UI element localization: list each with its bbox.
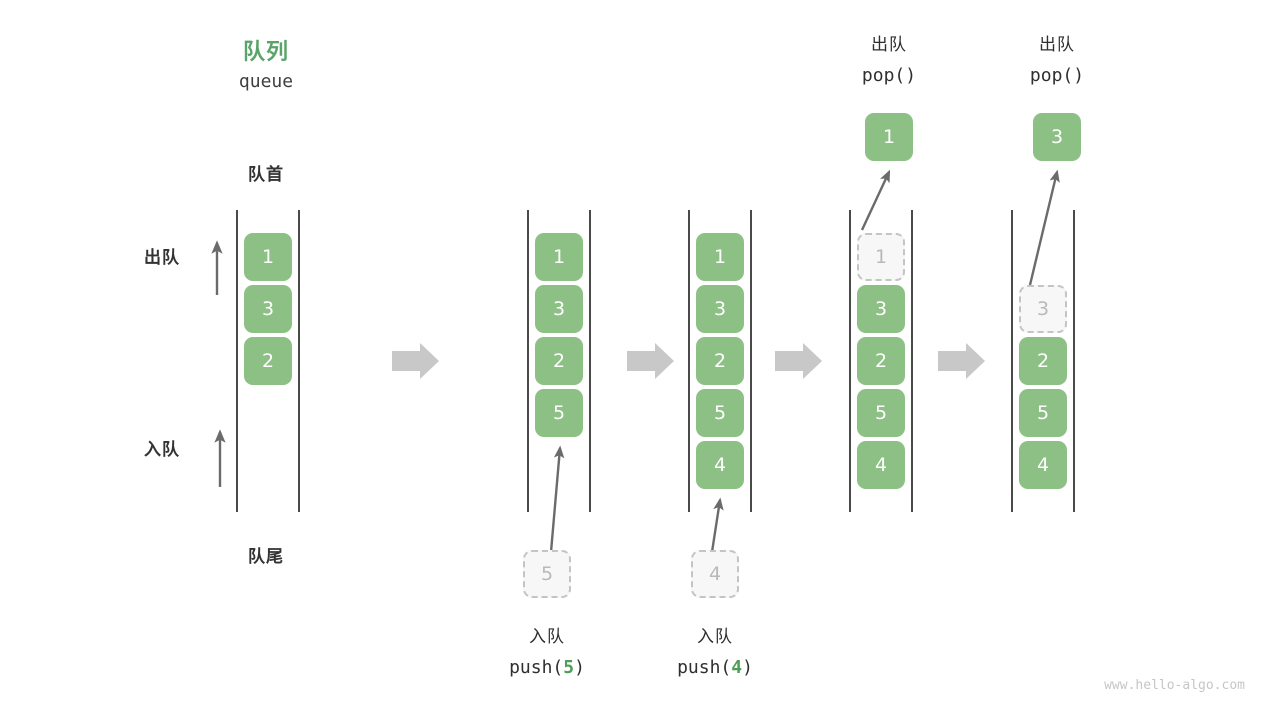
pop-1-caption: 出队 pop()	[819, 30, 959, 86]
queue-rail-left-4	[849, 210, 851, 512]
queue-rail-left-1	[236, 210, 238, 512]
queue-rail-right-4	[911, 210, 913, 512]
incoming-ghost-cell: 5	[523, 550, 571, 598]
queue-cell: 1	[244, 233, 292, 281]
push-4-code-arg: 4	[731, 657, 743, 678]
queue-rail-left-5	[1011, 210, 1013, 512]
queue-title-cn: 队列	[196, 34, 336, 66]
queue-cell: 5	[696, 389, 744, 437]
pop-3-caption-code: pop()	[987, 65, 1127, 86]
queue-title-cn-text: 队列	[242, 40, 289, 65]
push-5-caption-cn: 入队	[529, 627, 565, 647]
push-5-caption-code: push(5)	[477, 657, 617, 678]
flow-arrow-1	[392, 343, 439, 379]
flow-arrow-3	[775, 343, 822, 379]
push-4-caption-code: push(4)	[645, 657, 785, 678]
outgoing-ghost-cell: 3	[1019, 285, 1067, 333]
outgoing-ghost-cell: 1	[857, 233, 905, 281]
incoming-ghost-cell: 4	[691, 550, 739, 598]
flow-arrow-2	[627, 343, 674, 379]
queue-rail-left-2	[527, 210, 529, 512]
pop-3-motion-arrow	[1028, 169, 1060, 286]
rear-label: 队尾	[196, 542, 336, 567]
push-4-motion-arrow	[710, 497, 724, 553]
queue-rail-left-3	[688, 210, 690, 512]
queue-cell: 2	[1019, 337, 1067, 385]
queue-cell: 5	[535, 389, 583, 437]
pop-1-caption-cn: 出队	[871, 35, 907, 55]
queue-cell: 5	[857, 389, 905, 437]
queue-title-en-text: queue	[238, 71, 294, 92]
queue-cell: 4	[1019, 441, 1067, 489]
queue-cell: 5	[1019, 389, 1067, 437]
push-5-code-suffix: )	[574, 657, 585, 678]
front-label: 队首	[196, 160, 336, 185]
queue-rail-right-5	[1073, 210, 1075, 512]
queue-cell: 2	[535, 337, 583, 385]
queue-cell: 2	[857, 337, 905, 385]
queue-cell: 3	[857, 285, 905, 333]
pop-3-code-prefix: pop(	[1029, 65, 1074, 86]
pop-1-caption-code: pop()	[819, 65, 959, 86]
popped-cell: 1	[865, 113, 913, 161]
push-5-motion-arrow	[549, 445, 565, 553]
queue-cell: 3	[244, 285, 292, 333]
queue-cell: 2	[696, 337, 744, 385]
rear-label-text: 队尾	[248, 547, 284, 567]
queue-rail-right-2	[589, 210, 591, 512]
watermark: www.hello-algo.com	[1104, 678, 1245, 693]
front-label-text: 队首	[248, 165, 284, 185]
queue-cell: 1	[696, 233, 744, 281]
queue-cell: 4	[696, 441, 744, 489]
pop-3-caption-cn: 出队	[1039, 35, 1075, 55]
dequeue-label: 出队	[144, 248, 180, 268]
push-4-caption: 入队 push(4)	[645, 622, 785, 678]
push-4-code-prefix: push(	[677, 657, 732, 678]
queue-cell: 3	[535, 285, 583, 333]
queue-cell: 2	[244, 337, 292, 385]
enqueue-label: 入队	[144, 440, 180, 460]
queue-cell: 3	[696, 285, 744, 333]
pop-1-code-prefix: pop(	[861, 65, 906, 86]
pop-3-caption: 出队 pop()	[987, 30, 1127, 86]
pop-3-code-suffix: )	[1073, 65, 1085, 86]
push-5-code-arg: 5	[563, 657, 575, 678]
popped-cell: 3	[1033, 113, 1081, 161]
queue-rail-right-1	[298, 210, 300, 512]
queue-cell: 4	[857, 441, 905, 489]
queue-rail-right-3	[750, 210, 752, 512]
push-4-caption-cn: 入队	[697, 627, 733, 647]
pop-1-code-suffix: )	[905, 65, 917, 86]
push-5-code-prefix: push(	[509, 657, 564, 678]
push-4-code-suffix: )	[742, 657, 753, 678]
pop-1-motion-arrow	[860, 169, 891, 231]
push-5-caption: 入队 push(5)	[477, 622, 617, 678]
flow-arrow-4	[938, 343, 985, 379]
queue-cell: 1	[535, 233, 583, 281]
queue-title-en: queue	[196, 71, 336, 92]
